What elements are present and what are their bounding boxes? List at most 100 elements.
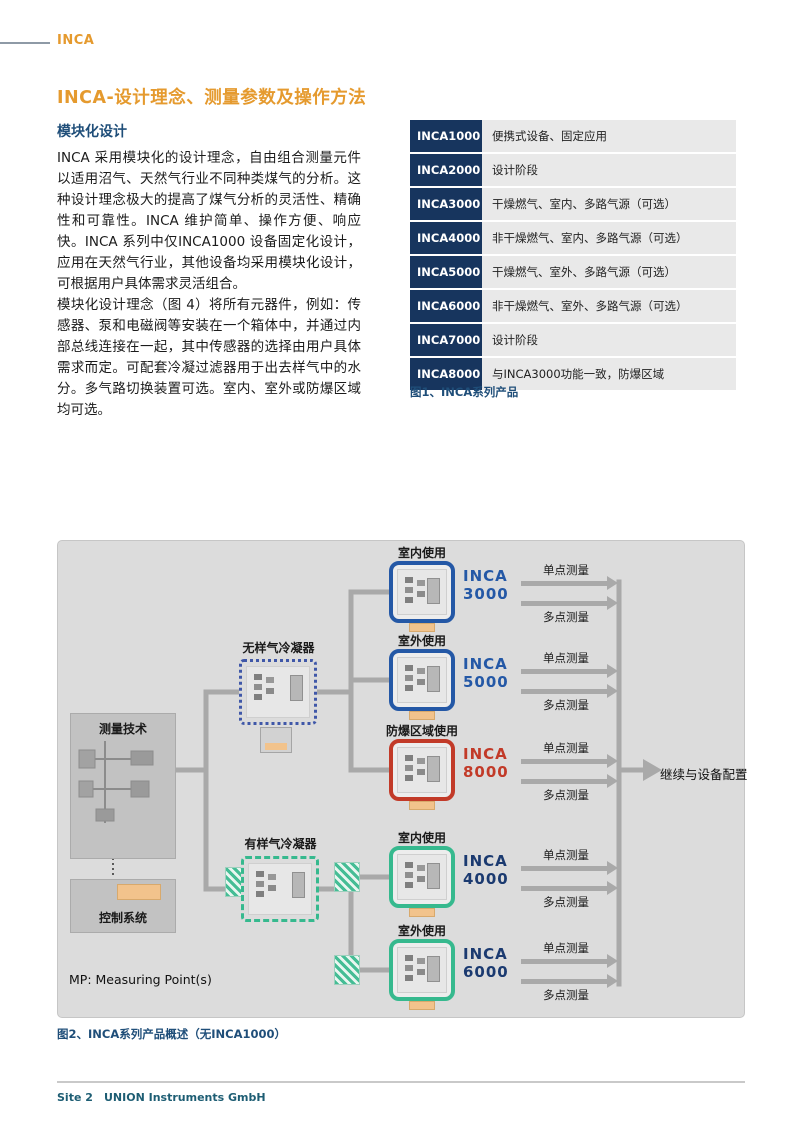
paragraph: INCA 采用模块化的设计理念，自由组合测量元件以适用沼气、天然气行业不同种类煤…: [57, 150, 361, 292]
multi-point-arrow: [521, 684, 618, 698]
table-row: INCA3000 干燥燃气、室内、多路气源（可选）: [410, 188, 736, 220]
device-model: 5000: [463, 673, 509, 691]
model-cell: INCA8000: [410, 358, 482, 390]
figure2-caption: 图2、INCA系列产品概述（无INCA1000）: [57, 1027, 286, 1041]
device-model: 8000: [463, 763, 509, 781]
paragraph: 模块化设计理念（图 4）将所有元器件，例如：传感器、泵和电磁阀等安装在一个箱体中…: [57, 297, 361, 418]
device-internals: [397, 854, 447, 900]
model-cell: INCA4000: [410, 222, 482, 254]
table-row: INCA1000 便携式设备、固定应用: [410, 120, 736, 152]
device-module: [389, 939, 455, 1001]
device-module: [389, 739, 455, 801]
multi-point-label: 多点测量: [543, 698, 589, 712]
measurement-technology-label: 测量技术: [98, 722, 147, 736]
device-model: 3000: [463, 585, 509, 603]
model-cell: INCA5000: [410, 256, 482, 288]
device-brand: INCA: [463, 567, 508, 585]
measurement-schematic: [78, 741, 154, 823]
brand-logo: INCA: [57, 33, 95, 48]
usage-label: 室外使用: [397, 924, 446, 938]
single-point-arrow: [521, 754, 618, 768]
device-name: INCA 8000: [463, 745, 525, 781]
table-row: INCA5000 干燥燃气、室外、多路气源（可选）: [410, 256, 736, 288]
condenser-without-label: 无样气冷凝器: [242, 641, 315, 655]
device-brand: INCA: [463, 945, 508, 963]
device-base: [409, 908, 435, 917]
device-internals: [397, 569, 447, 615]
desc-cell: 与INCA3000功能一致，防爆区域: [482, 358, 736, 390]
condenser-with-label: 有样气冷凝器: [244, 837, 317, 851]
header-rule: [0, 42, 50, 44]
control-system-label: 控制系统: [98, 911, 147, 925]
usage-label: 室内使用: [397, 546, 446, 560]
device-internals: [397, 657, 447, 703]
section-heading: 模块化设计: [57, 124, 127, 140]
table-row: INCA7000 设计阶段: [410, 324, 736, 356]
device-module: [389, 846, 455, 908]
page-title: INCA-设计理念、测量参数及操作方法: [57, 88, 367, 108]
usage-label: 室内使用: [397, 831, 446, 845]
model-cell: INCA3000: [410, 188, 482, 220]
device-name: INCA 4000: [463, 852, 525, 888]
usage-label: 防爆区域使用: [385, 724, 458, 738]
multi-point-arrow: [521, 881, 618, 895]
condenser-with-box: [241, 856, 319, 922]
desc-cell: 便携式设备、固定应用: [482, 120, 736, 152]
desc-cell: 干燥燃气、室内、多路气源（可选）: [482, 188, 736, 220]
table-row: INCA6000 非干燥燃气、室外、多路气源（可选）: [410, 290, 736, 322]
model-cell: INCA7000: [410, 324, 482, 356]
device-name: INCA 5000: [463, 655, 525, 691]
multi-point-label: 多点测量: [543, 788, 589, 802]
continue-config-label: 继续与设备配置: [660, 767, 748, 782]
model-cell: INCA6000: [410, 290, 482, 322]
condenser-without-box: [239, 659, 317, 725]
footer-rule: [57, 1081, 745, 1083]
desc-cell: 非干燥燃气、室外、多路气源（可选）: [482, 290, 736, 322]
desc-cell: 非干燥燃气、室内、多路气源（可选）: [482, 222, 736, 254]
mp-note: MP: Measuring Point(s): [69, 972, 212, 987]
figure1-caption: 图1、INCA系列产品: [410, 385, 519, 399]
table-row: INCA2000 设计阶段: [410, 154, 736, 186]
multi-point-arrow: [521, 774, 618, 788]
device-name: INCA 3000: [463, 567, 525, 603]
product-table: INCA1000 便携式设备、固定应用 INCA2000 设计阶段 INCA30…: [410, 120, 736, 392]
figure2-diagram: 测量技术 控制系统 无样气冷凝器 有样气冷凝器: [57, 540, 748, 1018]
multi-point-label: 多点测量: [543, 610, 589, 624]
footer-page-label: Site 2: [57, 1091, 93, 1104]
device-base: [409, 1001, 435, 1010]
multi-point-arrow: [521, 974, 618, 988]
device-model: 4000: [463, 870, 509, 888]
device-internals: [397, 747, 447, 793]
table-row: INCA4000 非干燥燃气、室内、多路气源（可选）: [410, 222, 736, 254]
controller-module: [117, 884, 161, 900]
wall-mount-hatch: [334, 955, 360, 985]
device-base: [409, 801, 435, 810]
article-column: 模块化设计 INCA 采用模块化的设计理念，自由组合测量元件以适用沼气、天然气行…: [57, 121, 361, 421]
single-point-label: 单点测量: [543, 651, 589, 665]
single-point-label: 单点测量: [543, 741, 589, 755]
single-point-label: 单点测量: [543, 563, 589, 577]
device-internals: [248, 863, 312, 915]
device-brand: INCA: [463, 745, 508, 763]
model-cell: INCA2000: [410, 154, 482, 186]
connector-lines: [112, 579, 662, 987]
model-cell: INCA1000: [410, 120, 482, 152]
device-name: INCA 6000: [463, 945, 525, 981]
desc-cell: 设计阶段: [482, 324, 736, 356]
device-brand: INCA: [463, 655, 508, 673]
measurement-technology-box: 测量技术: [70, 713, 176, 859]
single-point-arrow: [521, 954, 618, 968]
table-row: INCA8000 与INCA3000功能一致，防爆区域: [410, 358, 736, 390]
wall-mount-hatch: [334, 862, 360, 892]
single-point-label: 单点测量: [543, 941, 589, 955]
usage-label: 室外使用: [397, 634, 446, 648]
single-point-arrow: [521, 664, 618, 678]
multi-point-arrow: [521, 596, 618, 610]
multi-point-label: 多点测量: [543, 895, 589, 909]
mini-device: [260, 727, 292, 753]
footer-company: UNION Instruments GmbH: [104, 1091, 266, 1104]
device-base: [409, 623, 435, 632]
device-brand: INCA: [463, 852, 508, 870]
control-system-box: 控制系统: [70, 879, 176, 933]
